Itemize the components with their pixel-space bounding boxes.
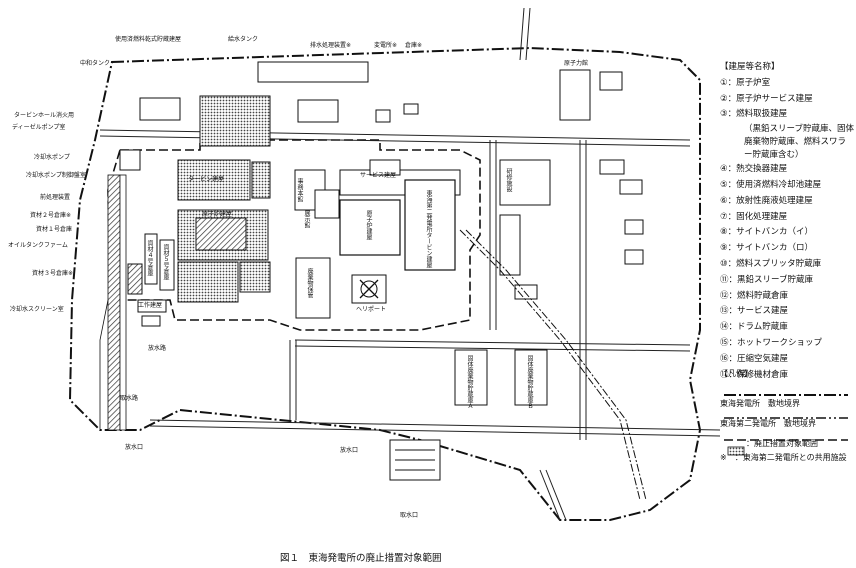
legend-item: ⑨：サイトバンカ（ロ） [720, 243, 814, 254]
label-neutral-tank: 中和タンク [80, 60, 111, 67]
label-material5: 資材５号倉庫 [162, 244, 169, 280]
tokai2-turbine [404, 179, 456, 271]
legend-item: ⑤：使用済燃料冷却池建屋 [720, 179, 822, 190]
legend-item-note: （黒鉛スリーブ貯蔵庫、固体廃棄物貯蔵庫、燃料スワラー貯蔵庫含む） [744, 124, 854, 161]
label-diesel: ディーゼルポンプ室 [12, 124, 66, 131]
legend-item: ⑪：黒鉛スリーブ貯蔵庫 [720, 274, 813, 285]
label-intake-path: 取水路 [120, 395, 139, 402]
label-turbine-bldg: タービン建屋 [188, 176, 225, 183]
figure-caption: 図１ 東海発電所の廃止措置対象範囲 [280, 553, 442, 564]
label-pretreatment: 前処理装置 [40, 194, 71, 201]
label-water-tank: 給水タンク [228, 36, 259, 43]
solid-waste-a [454, 349, 488, 406]
label-warehouse: 倉庫※ [405, 42, 423, 49]
legend-item: ⑫：燃料貯蔵倉庫 [720, 290, 789, 301]
label-outlet1: 放水口 [125, 444, 144, 451]
label-heliport: ヘリポート [356, 306, 387, 313]
legend-item: ⑧：サイトバンカ（イ） [720, 227, 814, 238]
legend2-note: ※ ：東海第二発電所との共用施設 [720, 453, 847, 462]
label-material2: 資材２号倉庫※ [30, 212, 72, 219]
turbine-building [177, 159, 251, 201]
label-service-bldg: サービス建屋 [360, 172, 397, 179]
label-work-bldg: 工作建屋 [138, 302, 163, 309]
label-solid-waste-a: 固体廃棄物貯蔵庫Ａ [466, 355, 473, 409]
tokai-site-boundary [68, 46, 702, 521]
label-material4: 資材４号倉庫 [146, 240, 153, 276]
legend-item: ⑬：サービス建屋 [720, 306, 789, 317]
legend-item: ③：燃料取扱建屋 [720, 109, 788, 120]
label-solid-waste-b: 固体廃棄物貯蔵庫Ｂ [526, 355, 533, 409]
water-tank-area [199, 95, 271, 147]
label-wastewater: 排水処理装置※ [310, 42, 352, 49]
label-cooling-pump: 冷却水ポンプ [34, 154, 70, 161]
label-reactor-hall: 原子力館 [564, 60, 589, 67]
label-drain-path: 放水路 [148, 345, 167, 352]
label-oil-tank-farm: オイルタンクファーム [8, 242, 68, 249]
label-intake: 取水口 [400, 512, 419, 519]
legend-item: ④：熱交換器建屋 [720, 164, 788, 175]
label-exhibition: 展示館 [303, 210, 310, 228]
symbol-legend: 【凡例】 東海発電所 敷地境界 東海第二発電所 敷地境界 ：廃止措置対象範囲 ※… [720, 368, 854, 463]
solid-waste-b [514, 349, 548, 406]
label-used-fuel-dry-storage: 使用済燃料乾式貯蔵建屋 [115, 36, 182, 43]
legend-item: ⑦：固化処理建屋 [720, 211, 788, 222]
building-legend: 【建屋等名称】 ①：原子炉室 ②：原子炉サービス建屋 ③：燃料取扱建屋 （黒鉛ス… [720, 60, 854, 383]
label-screen-room: 冷却水スクリーン室 [10, 306, 64, 313]
label-turbine-fire: タービンホール消火用 [14, 112, 75, 119]
label-cooling-pump-control: 冷却水ポンプ制御盤室 [26, 172, 86, 179]
legend-item: ①：原子炉室 [720, 77, 771, 88]
legend-item: ⑭：ドラム貯蔵庫 [720, 322, 788, 333]
label-outlet2: 放水口 [340, 447, 359, 454]
label-waste-storage: 廃棄物保管 [306, 268, 313, 298]
legend-item: ⑮：ホットワークショップ [720, 337, 823, 348]
legend2-boundary-tokai2: 東海第二発電所 敷地境界 [720, 419, 816, 428]
label-tokai2-turbine: 東海第二発電所タービン建屋 [425, 190, 432, 268]
tokai2-reactor [339, 199, 401, 256]
discharge-channel [99, 174, 127, 431]
legend-item: ⑩：燃料スプリッタ貯蔵庫 [720, 258, 822, 269]
label-material3: 資材３号倉庫※ [32, 270, 74, 277]
label-training: 研修施設 [505, 168, 512, 192]
label-admin: 事務本館 [296, 178, 303, 202]
legend-item: ⑯：圧縮空気建屋 [720, 353, 789, 364]
used-fuel-dry-storage [139, 97, 181, 121]
legend2-target-area: ：廃止措置対象範囲 [746, 439, 818, 448]
label-substation: 変電所※ [374, 42, 398, 49]
label-tokai2-reactor: 原子炉建屋 [365, 210, 372, 240]
legend-item: ⑥：放射性廃液処理建屋 [720, 195, 813, 206]
legend-item: ⑰：保修機材倉庫 [720, 369, 789, 380]
legend-title: 【建屋等名称】 [720, 62, 780, 72]
legend2-boundary-tokai: 東海発電所 敷地境界 [720, 399, 800, 408]
legend-item: ②：原子炉サービス建屋 [720, 93, 813, 104]
label-reactor-bldg: 原子炉建屋 [202, 211, 233, 218]
roads [99, 7, 721, 521]
legend2-title: 【凡例】 [720, 369, 752, 378]
label-material1: 資材１号倉庫 [36, 226, 73, 233]
